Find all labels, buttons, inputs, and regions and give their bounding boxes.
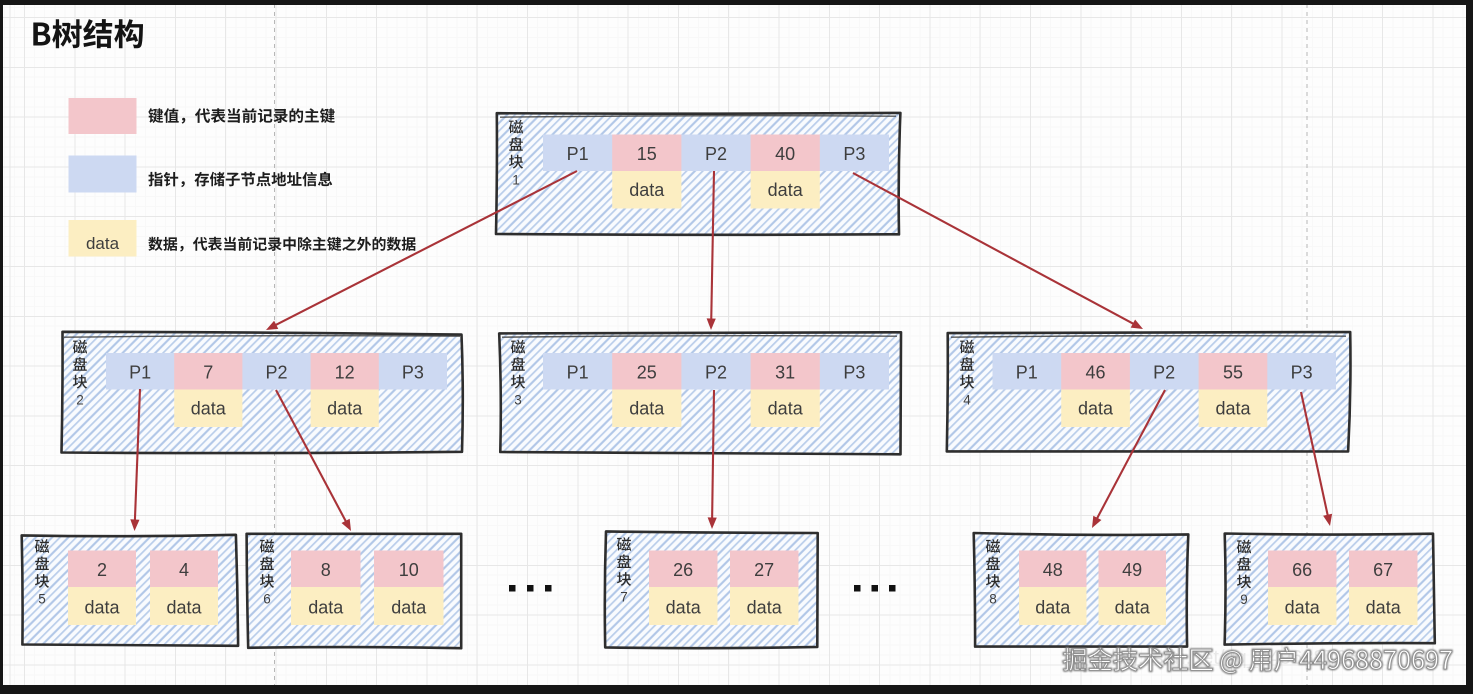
svg-text:10: 10 (399, 560, 419, 580)
svg-text:data: data (1215, 398, 1251, 418)
svg-text:data: data (629, 180, 665, 200)
svg-text:27: 27 (754, 560, 774, 580)
svg-text:8: 8 (989, 592, 997, 607)
svg-text:data: data (86, 234, 120, 253)
svg-text:67: 67 (1373, 560, 1393, 580)
svg-text:48: 48 (1043, 560, 1063, 580)
svg-text:data: data (768, 398, 804, 418)
svg-text:P3: P3 (1291, 362, 1313, 382)
svg-text:4: 4 (179, 560, 189, 580)
svg-text:data: data (191, 398, 227, 418)
svg-text:data: data (768, 180, 804, 200)
svg-text:data: data (391, 597, 427, 617)
svg-text:data: data (84, 597, 120, 617)
svg-text:data: data (666, 597, 702, 617)
svg-text:data: data (1285, 597, 1321, 617)
svg-text:66: 66 (1292, 560, 1312, 580)
svg-text:12: 12 (335, 362, 355, 382)
svg-text:P1: P1 (1016, 362, 1038, 382)
svg-text:P3: P3 (843, 362, 865, 382)
svg-text:P2: P2 (705, 144, 727, 164)
svg-text:15: 15 (637, 144, 657, 164)
svg-text:31: 31 (775, 362, 795, 382)
svg-text:2: 2 (97, 560, 107, 580)
svg-text:data: data (747, 597, 783, 617)
svg-text:3: 3 (514, 393, 522, 408)
svg-text:9: 9 (1240, 592, 1248, 607)
svg-text:4: 4 (963, 393, 971, 408)
svg-text:2: 2 (76, 393, 84, 408)
svg-text:P2: P2 (705, 362, 727, 382)
svg-text:P3: P3 (402, 362, 424, 382)
svg-text:data: data (1078, 398, 1114, 418)
svg-text:data: data (327, 398, 363, 418)
svg-text:7: 7 (203, 362, 213, 382)
svg-text:6: 6 (263, 592, 271, 607)
svg-text:5: 5 (38, 592, 46, 607)
svg-text:P1: P1 (129, 362, 151, 382)
svg-text:data: data (166, 597, 202, 617)
svg-text:P3: P3 (843, 144, 865, 164)
svg-text:26: 26 (673, 560, 693, 580)
svg-text:data: data (629, 398, 665, 418)
svg-text:data: data (1035, 597, 1071, 617)
svg-text:data: data (1115, 597, 1151, 617)
svg-text:25: 25 (637, 362, 657, 382)
svg-text:data: data (308, 597, 344, 617)
svg-text:P1: P1 (567, 362, 589, 382)
svg-text:55: 55 (1223, 362, 1243, 382)
svg-text:1: 1 (512, 173, 520, 188)
svg-text:P1: P1 (567, 144, 589, 164)
svg-text:40: 40 (775, 144, 795, 164)
svg-text:46: 46 (1085, 362, 1105, 382)
svg-text:7: 7 (620, 590, 628, 605)
svg-text:8: 8 (321, 560, 331, 580)
svg-text:49: 49 (1122, 560, 1142, 580)
svg-text:data: data (1366, 597, 1402, 617)
svg-text:P2: P2 (1153, 362, 1175, 382)
svg-text:P2: P2 (265, 362, 287, 382)
